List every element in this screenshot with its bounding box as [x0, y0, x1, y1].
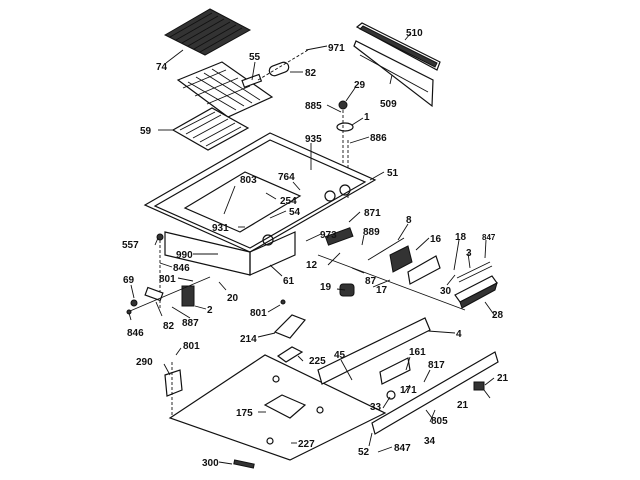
label-87: 87: [365, 276, 377, 287]
label-889: 889: [363, 227, 380, 238]
label-55: 55: [249, 52, 261, 63]
side-parts: [126, 233, 211, 315]
igniter-82: [257, 49, 309, 81]
bracket-290: [164, 362, 183, 415]
label-801-left: 801: [159, 274, 176, 285]
rail-52: [371, 351, 499, 435]
label-886: 886: [370, 133, 387, 144]
label-227: 227: [298, 439, 315, 450]
label-846-left: 846: [127, 328, 144, 339]
label-21-right: 21: [497, 373, 509, 384]
label-161: 161: [409, 347, 426, 358]
label-2: 2: [207, 305, 213, 316]
leader-lines: [128, 33, 496, 465]
label-847-bottom: 847: [394, 443, 411, 454]
control-16: [367, 237, 413, 273]
label-971: 971: [328, 43, 345, 54]
label-887: 887: [182, 318, 199, 329]
label-4: 4: [456, 329, 462, 340]
part-225: [276, 346, 304, 363]
label-290: 290: [136, 357, 153, 368]
label-254: 254: [280, 196, 297, 207]
burner-box-61: [164, 231, 296, 276]
label-69: 69: [123, 275, 135, 286]
label-34: 34: [424, 436, 436, 447]
label-61: 61: [283, 276, 295, 287]
label-74: 74: [156, 62, 168, 73]
label-803: 803: [240, 175, 257, 186]
rail-4: [317, 317, 431, 385]
vent-510: [355, 22, 441, 71]
label-28: 28: [492, 310, 504, 321]
label-847-top: 847: [482, 233, 496, 242]
label-175: 175: [236, 408, 253, 419]
label-801-low: 801: [183, 341, 200, 352]
label-171: 171: [400, 385, 417, 396]
label-846-mid: 846: [173, 263, 190, 274]
label-885: 885: [305, 101, 322, 112]
label-82-top: 82: [305, 68, 317, 79]
cooktop-51: [143, 132, 377, 253]
trim-509: [353, 40, 434, 108]
label-871: 871: [364, 208, 381, 219]
label-45: 45: [334, 350, 346, 361]
label-30: 30: [440, 286, 452, 297]
label-21-lower: 21: [457, 400, 469, 411]
part-214: [273, 299, 306, 339]
label-801-mid: 801: [250, 308, 267, 319]
label-16: 16: [430, 234, 442, 245]
label-990: 990: [176, 250, 193, 261]
label-52: 52: [358, 447, 370, 458]
label-8: 8: [406, 215, 412, 226]
label-59: 59: [140, 126, 152, 137]
label-509: 509: [380, 99, 397, 110]
label-29: 29: [354, 80, 366, 91]
part-300: [233, 459, 255, 469]
label-3: 3: [466, 248, 472, 259]
bottom-panel: [168, 354, 387, 461]
grate-74: [163, 8, 252, 56]
handle-28: [454, 275, 498, 309]
label-817: 817: [428, 360, 445, 371]
label-973: 973: [320, 230, 337, 241]
label-82-bottom: 82: [163, 321, 175, 332]
label-214: 214: [240, 334, 257, 345]
label-805: 805: [431, 416, 448, 427]
part-labels: 74 55 82 971 510 509 29 885 1 886 59 935…: [122, 28, 509, 469]
label-225: 225: [309, 356, 326, 367]
label-935: 935: [305, 134, 322, 145]
label-764: 764: [278, 172, 295, 183]
label-20: 20: [227, 293, 239, 304]
bracket-161: [379, 357, 411, 385]
label-12: 12: [306, 260, 318, 271]
label-54: 54: [289, 207, 301, 218]
switch-12: [324, 227, 354, 246]
rail-3: [456, 261, 493, 283]
pan-59: [171, 107, 250, 151]
label-17: 17: [376, 285, 388, 296]
burner-55: [176, 61, 274, 118]
label-510: 510: [406, 28, 423, 39]
knob-19: [339, 283, 355, 297]
label-51: 51: [387, 168, 399, 179]
label-18: 18: [455, 232, 467, 243]
label-931: 931: [212, 223, 229, 234]
label-300: 300: [202, 458, 219, 469]
label-19: 19: [320, 282, 332, 293]
label-557: 557: [122, 240, 139, 251]
label-1: 1: [364, 112, 370, 123]
bracket-17: [407, 255, 441, 285]
label-33: 33: [370, 402, 382, 413]
